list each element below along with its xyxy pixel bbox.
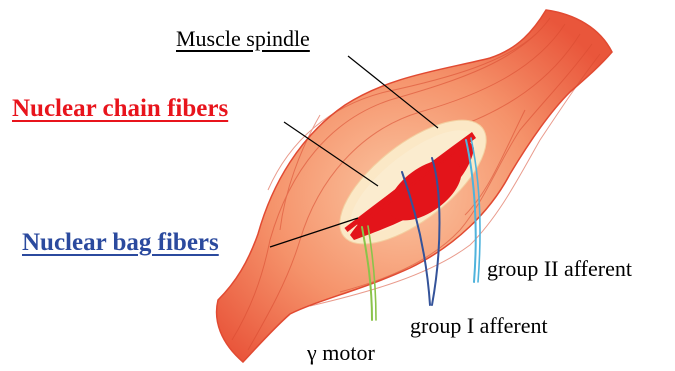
nuclear-chain-fibers-label: Nuclear chain fibers bbox=[12, 96, 228, 121]
gamma-motor-label: γ motor bbox=[307, 342, 375, 364]
nuclear-bag-fibers-label: Nuclear bag fibers bbox=[22, 230, 219, 255]
group-i-afferent-label: group I afferent bbox=[410, 315, 548, 337]
muscle-spindle-label: Muscle spindle bbox=[176, 28, 310, 50]
group-ii-afferent-label: group II afferent bbox=[487, 258, 632, 280]
